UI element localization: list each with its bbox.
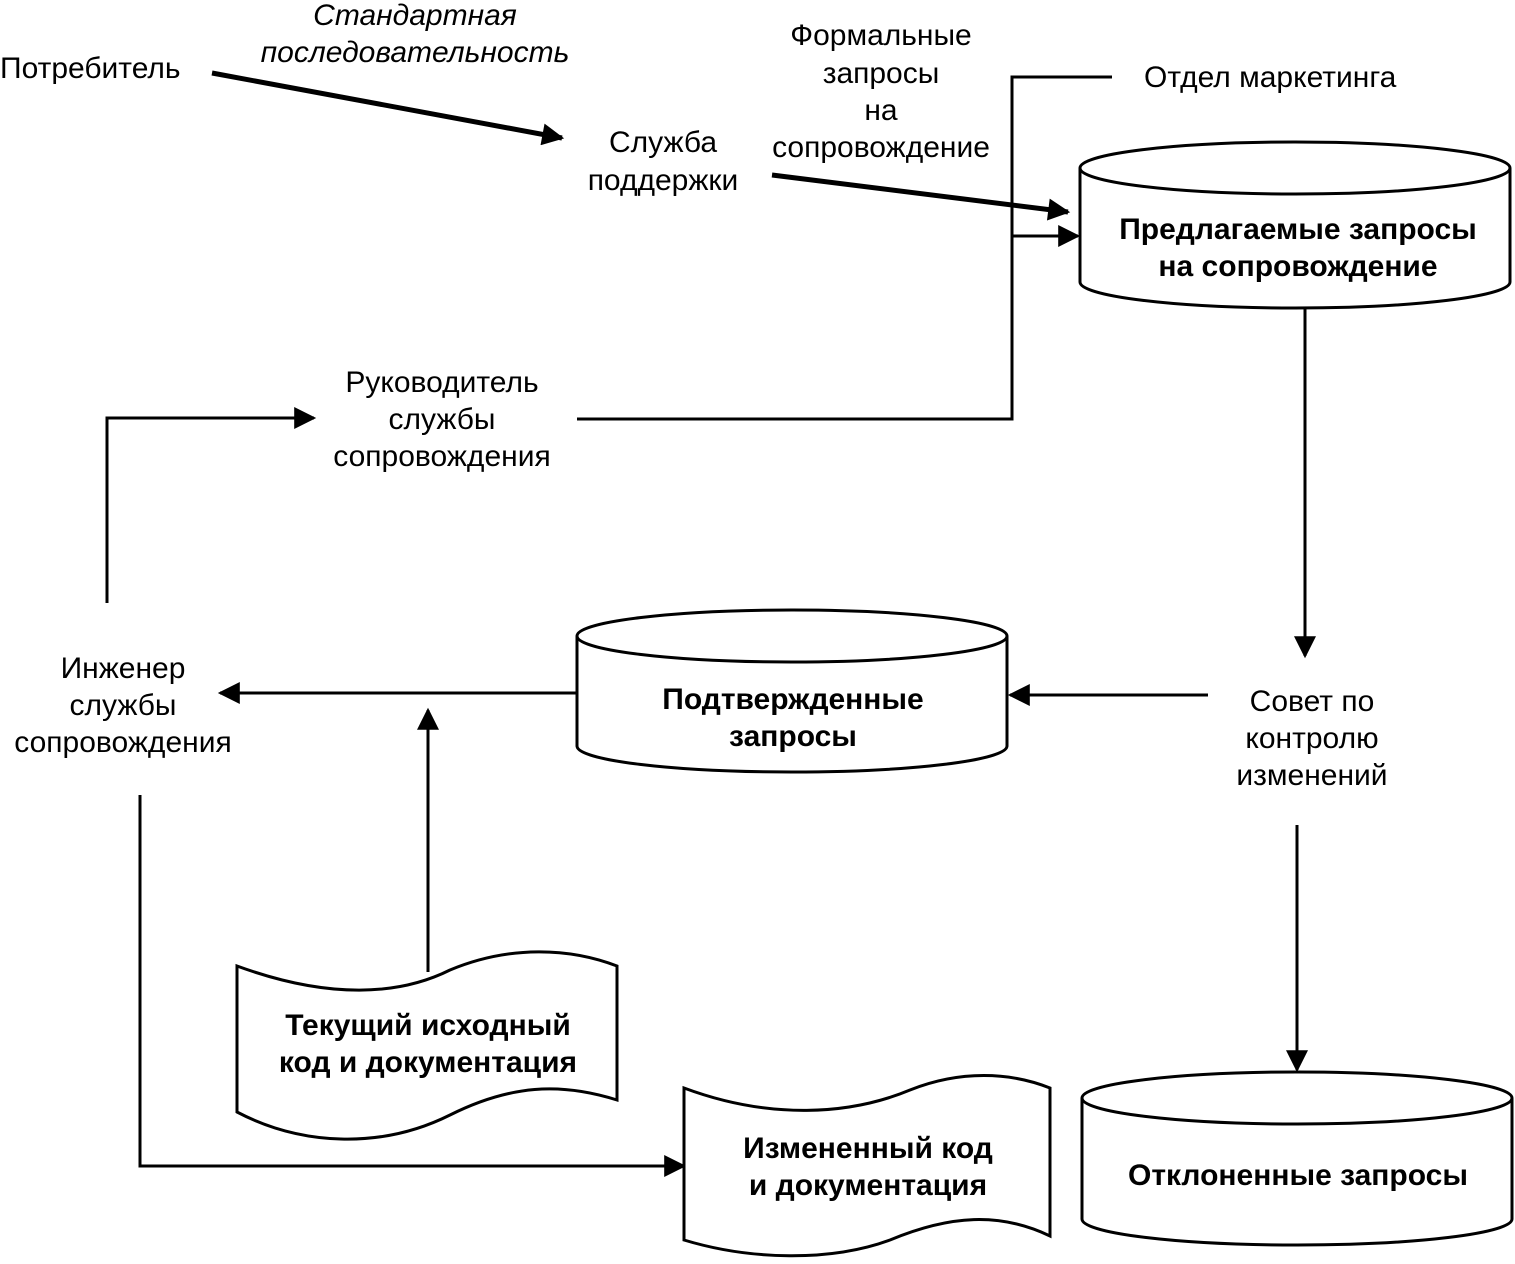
proposed-requests-line-1: Предлагаемые запросы bbox=[1119, 213, 1477, 246]
maintenance-manager-label: Руководитель службы сопровождения bbox=[333, 366, 550, 473]
current-source-line-1: Текущий исходный bbox=[285, 1009, 571, 1042]
maintenance-manager-line-1: Руководитель bbox=[345, 366, 538, 399]
change-board-line-3: изменений bbox=[1236, 759, 1387, 792]
maintenance-engineer-label: Инженер службы сопровождения bbox=[14, 652, 231, 759]
arrow-engineer-to-changed bbox=[138, 795, 687, 1177]
changed-code-document: Измененный код и документация bbox=[682, 1074, 1052, 1258]
formal-requests-line-4: сопровождение bbox=[772, 131, 990, 164]
change-board-line-1: Совет по bbox=[1250, 685, 1375, 718]
current-source-document: Текущий исходный код и документация bbox=[235, 950, 619, 1141]
maintenance-engineer-line-2: службы bbox=[70, 689, 177, 722]
changed-code-line-1: Измененный код bbox=[743, 1132, 993, 1165]
arrow-support-to-proposed bbox=[771, 172, 1071, 221]
confirmed-requests-line-2: запросы bbox=[729, 720, 857, 753]
changed-code-line-2: и документация bbox=[749, 1169, 987, 1202]
maintenance-manager-line-2: службы bbox=[389, 403, 496, 436]
formal-requests-line-3: на bbox=[864, 94, 898, 127]
support-service-line-1: Служба bbox=[609, 126, 717, 159]
maintenance-manager-line-3: сопровождения bbox=[333, 440, 550, 473]
arrow-consumer-to-support bbox=[211, 70, 565, 146]
current-source-line-2: код и документация bbox=[279, 1046, 577, 1079]
maintenance-engineer-line-3: сопровождения bbox=[14, 726, 231, 759]
rejected-requests-label: Отклоненные запросы bbox=[1128, 1159, 1468, 1192]
consumer-label: Потребитель bbox=[0, 52, 181, 85]
change-board-label: Совет по контролю изменений bbox=[1236, 685, 1387, 792]
formal-requests-line-2: запросы bbox=[823, 57, 940, 90]
standard-sequence-line-2: последовательность bbox=[261, 36, 570, 69]
line-marketing bbox=[1010, 75, 1112, 236]
formal-requests-line-1: Формальные bbox=[790, 19, 971, 52]
formal-requests-label: Формальные запросы на сопровождение bbox=[772, 19, 990, 164]
proposed-requests-line-2: на сопровождение bbox=[1158, 250, 1437, 283]
standard-sequence-label: Стандартная последовательность bbox=[261, 0, 570, 69]
maintenance-engineer-line-1: Инженер bbox=[61, 652, 186, 685]
standard-sequence-line-1: Стандартная bbox=[313, 0, 517, 32]
support-service-line-2: поддержки bbox=[588, 164, 739, 197]
support-service-label: Служба поддержки bbox=[588, 126, 739, 197]
confirmed-requests-line-1: Подтвержденные bbox=[662, 683, 923, 716]
marketing-label: Отдел маркетинга bbox=[1144, 61, 1397, 94]
confirmed-requests-store: Подтвержденные запросы bbox=[575, 608, 1009, 774]
change-board-line-2: контролю bbox=[1245, 722, 1378, 755]
arrow-engineer-to-manager bbox=[105, 407, 317, 603]
line-manager-to-proposed bbox=[577, 236, 1014, 421]
proposed-requests-store: Предлагаемые запросы на сопровождение bbox=[1078, 140, 1512, 310]
rejected-requests-store: Отклоненные запросы bbox=[1080, 1070, 1514, 1247]
